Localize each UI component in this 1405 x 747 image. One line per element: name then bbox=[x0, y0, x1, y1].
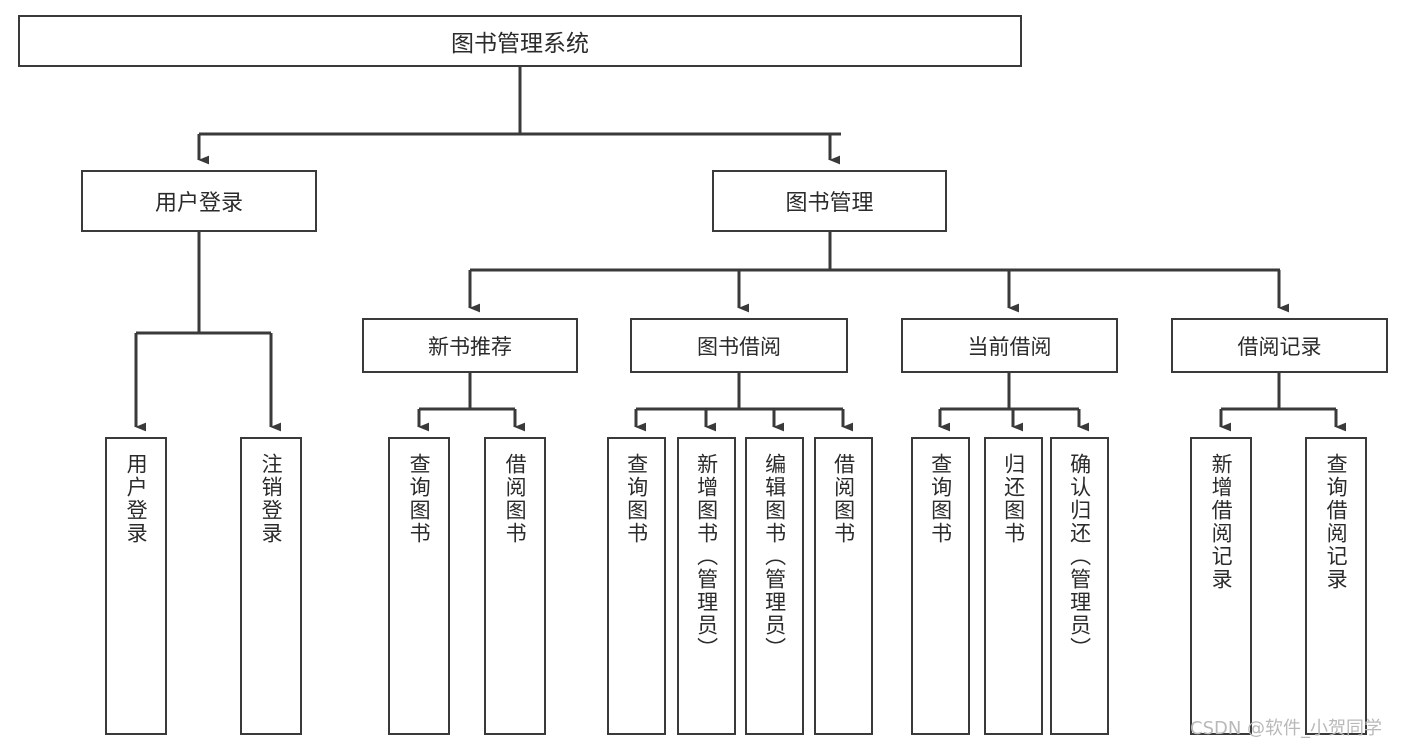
node-book-borrow-label: 图书借阅 bbox=[697, 334, 781, 359]
leaf-label: 借阅图书 bbox=[831, 453, 856, 545]
node-user-login-label: 用户登录 bbox=[154, 191, 243, 216]
node-new-book-recommend[interactable]: 新书推荐 bbox=[362, 318, 578, 373]
leaf-bw-borrow-book[interactable]: 借阅图书 bbox=[814, 437, 873, 735]
node-current-borrow-label: 当前借阅 bbox=[967, 334, 1052, 359]
leaf-label: 注销登录 bbox=[259, 453, 284, 545]
node-current-borrow[interactable]: 当前借阅 bbox=[901, 318, 1118, 373]
leaf-label: 编辑图书（管理员） bbox=[762, 453, 787, 660]
leaf-cb-return-book[interactable]: 归还图书 bbox=[984, 437, 1043, 735]
leaf-label: 查询图书 bbox=[407, 453, 432, 545]
node-root[interactable]: 图书管理系统 bbox=[18, 15, 1022, 67]
node-book-management-label: 图书管理 bbox=[785, 191, 874, 216]
leaf-rc-add-record[interactable]: 新增借阅记录 bbox=[1190, 437, 1252, 735]
node-book-borrow[interactable]: 图书借阅 bbox=[630, 318, 848, 373]
node-borrow-record-label: 借阅记录 bbox=[1237, 334, 1322, 359]
leaf-label: 确认归还（管理员） bbox=[1067, 453, 1092, 660]
leaf-label: 查询图书 bbox=[928, 453, 953, 545]
node-new-book-recommend-label: 新书推荐 bbox=[428, 334, 512, 359]
leaf-bw-edit-book-admin[interactable]: 编辑图书（管理员） bbox=[745, 437, 804, 735]
leaf-cb-confirm-return-admin[interactable]: 确认归还（管理员） bbox=[1050, 437, 1109, 735]
leaf-label: 新增借阅记录 bbox=[1209, 453, 1234, 591]
leaf-cb-query-book[interactable]: 查询图书 bbox=[911, 437, 970, 735]
node-root-label: 图书管理系统 bbox=[451, 31, 589, 57]
leaf-nb-borrow-book[interactable]: 借阅图书 bbox=[484, 437, 546, 735]
leaf-label: 新增图书（管理员） bbox=[694, 453, 719, 660]
node-borrow-record[interactable]: 借阅记录 bbox=[1171, 318, 1388, 373]
leaf-nb-query-book[interactable]: 查询图书 bbox=[388, 437, 450, 735]
leaf-user-login[interactable]: 用户登录 bbox=[105, 437, 167, 735]
leaf-bw-query-book[interactable]: 查询图书 bbox=[607, 437, 666, 735]
leaf-rc-query-record[interactable]: 查询借阅记录 bbox=[1305, 437, 1367, 735]
node-book-management[interactable]: 图书管理 bbox=[712, 170, 947, 232]
leaf-label: 借阅图书 bbox=[503, 453, 528, 545]
leaf-bw-add-book-admin[interactable]: 新增图书（管理员） bbox=[677, 437, 736, 735]
leaf-label: 归还图书 bbox=[1001, 453, 1026, 545]
leaf-label: 用户登录 bbox=[124, 453, 149, 545]
node-user-login[interactable]: 用户登录 bbox=[81, 170, 317, 232]
leaf-label: 查询图书 bbox=[624, 453, 649, 545]
leaf-label: 查询借阅记录 bbox=[1324, 453, 1349, 591]
leaf-logout[interactable]: 注销登录 bbox=[240, 437, 302, 735]
